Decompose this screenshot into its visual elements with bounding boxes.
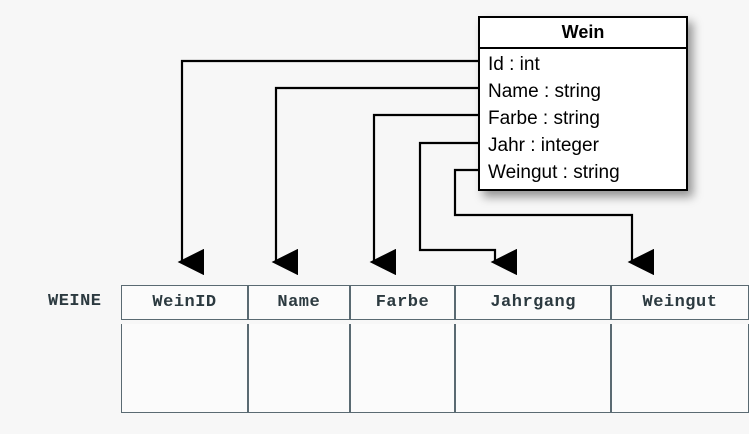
uml-attribute-weingut: Weingut : string xyxy=(488,162,620,183)
column-header-weingut[interactable]: Weingut xyxy=(610,285,749,320)
cell-farbe[interactable] xyxy=(349,324,456,413)
uml-attribute-id: Id : int xyxy=(488,54,540,75)
uml-attribute-name: Name : string xyxy=(488,81,601,102)
column-header-name[interactable]: Name xyxy=(248,285,350,320)
uml-class-wein[interactable]: Wein Id : int Name : string Farbe : stri… xyxy=(478,16,688,191)
table-header-row: WeinID Name Farbe Jahrgang Weingut xyxy=(121,285,749,320)
relation-label: WEINE xyxy=(48,292,102,311)
connector-jahr-to-jahrgang xyxy=(418,141,517,276)
column-header-weinid[interactable]: WeinID xyxy=(121,285,249,320)
connector-farbe-to-farbe xyxy=(369,113,478,276)
uml-class-name: Wein xyxy=(480,18,686,49)
uml-attribute-list: Id : int Name : string Farbe : string Ja… xyxy=(480,49,686,189)
column-header-jahrgang[interactable]: Jahrgang xyxy=(455,285,611,320)
column-header-farbe[interactable]: Farbe xyxy=(349,285,456,320)
uml-attribute-farbe: Farbe : string xyxy=(488,108,600,129)
uml-attribute-jahr: Jahr : integer xyxy=(488,135,599,156)
cell-jahrgang[interactable] xyxy=(455,324,611,413)
connector-name-to-name xyxy=(271,86,478,276)
cell-weinid[interactable] xyxy=(121,324,249,413)
relation-table-weine[interactable]: WeinID Name Farbe Jahrgang Weingut xyxy=(121,285,749,413)
cell-name[interactable] xyxy=(248,324,350,413)
cell-weingut[interactable] xyxy=(610,324,749,413)
connector-id-to-weinid xyxy=(177,59,478,276)
table-row[interactable] xyxy=(121,324,749,413)
connector-weingut-to-weingut xyxy=(453,168,654,276)
